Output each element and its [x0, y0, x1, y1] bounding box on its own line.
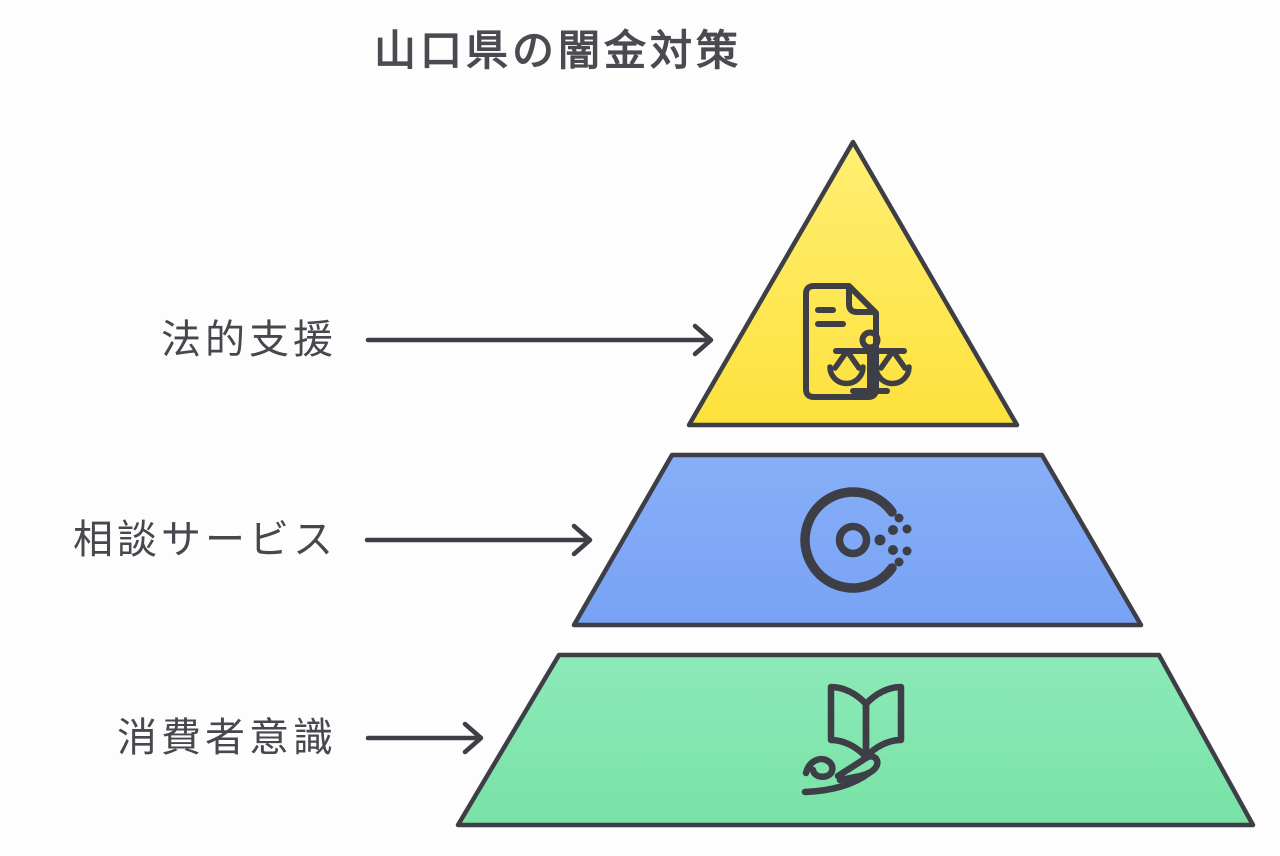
hand-thumb: [802, 755, 836, 780]
c-ring: [800, 487, 897, 593]
label-consumer-awareness: 消費者意識: [117, 716, 337, 760]
arrow-consumer-awareness: [365, 721, 484, 755]
book-hand-icon: [801, 683, 905, 796]
label-consultation: 相談サービス: [73, 518, 337, 562]
arrow-legal-support: [365, 323, 714, 357]
scales-left-pan: [827, 364, 866, 387]
arrow-consultation: [364, 523, 593, 557]
pyramid-tiers: [455, 139, 1256, 828]
pyramid-level-bottom: [455, 652, 1256, 828]
pyramid-level-top: [686, 139, 1020, 428]
scales-right-strings: [878, 348, 908, 371]
dot-cluster: [874, 513, 912, 567]
connector-arrows: [364, 323, 714, 755]
pyramid-level-middle: [571, 452, 1144, 628]
hand-palm: [801, 769, 873, 796]
insight-dots-icon: [800, 487, 912, 593]
document-fold: [846, 284, 878, 315]
document-scales-icon: [803, 283, 912, 400]
page-title: 山口県の闇金対策: [373, 27, 743, 74]
scales-right-pan: [873, 364, 912, 387]
scales-left-strings: [832, 348, 862, 371]
center-dot-ring: [835, 522, 871, 558]
label-legal-support: 法的支援: [161, 318, 337, 362]
